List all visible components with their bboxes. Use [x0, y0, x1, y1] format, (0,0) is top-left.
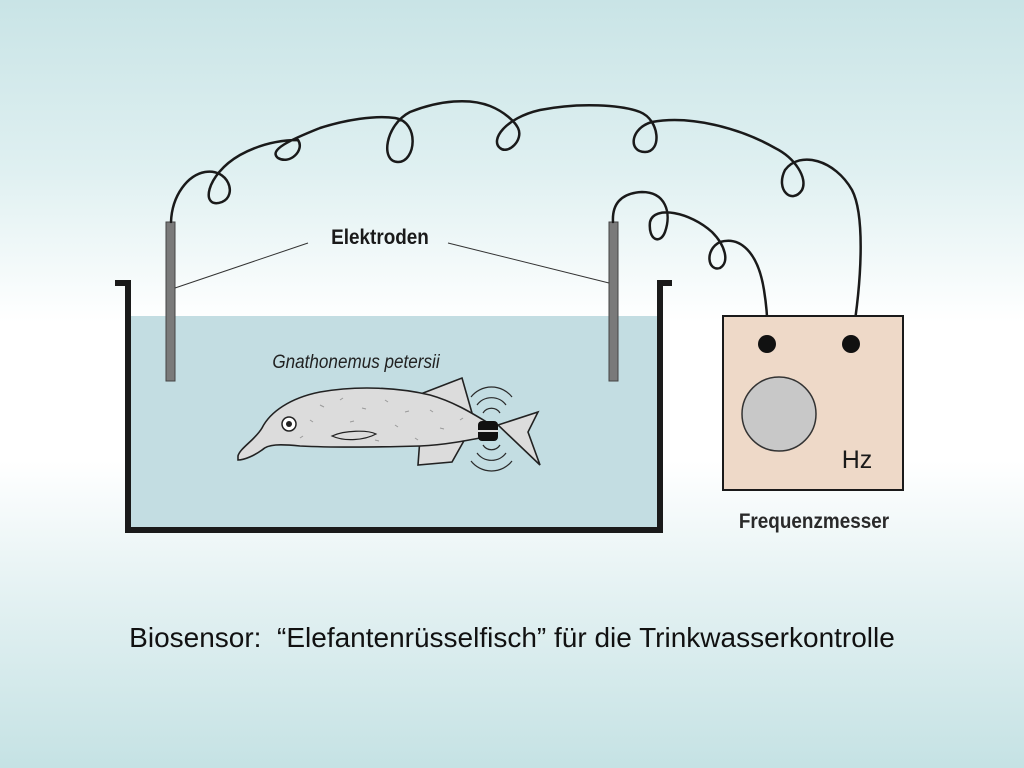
- water-tank: [115, 280, 672, 533]
- electrode-left: [165, 221, 176, 382]
- slide-caption: Biosensor: “Elefantenrüsselfisch” für di…: [129, 622, 895, 653]
- meter-unit-label: Hz: [841, 446, 873, 474]
- cable-long: [169, 99, 862, 342]
- electrode-right: [608, 221, 619, 382]
- signal-icon: [470, 386, 513, 472]
- meter-dial: [741, 376, 817, 452]
- cable-short: [611, 190, 769, 345]
- electrode-pointer-right: [447, 242, 610, 284]
- species-label: Gnathonemus petersii: [272, 352, 440, 373]
- frequency-meter-label: Frequenzmesser: [738, 510, 890, 533]
- electrodes-label: Elektroden: [331, 226, 429, 249]
- meter-terminal-right: [842, 335, 860, 353]
- elephantnose-fish: [237, 376, 541, 466]
- electrode-pointer-left: [174, 242, 309, 289]
- meter-terminal-left: [758, 335, 776, 353]
